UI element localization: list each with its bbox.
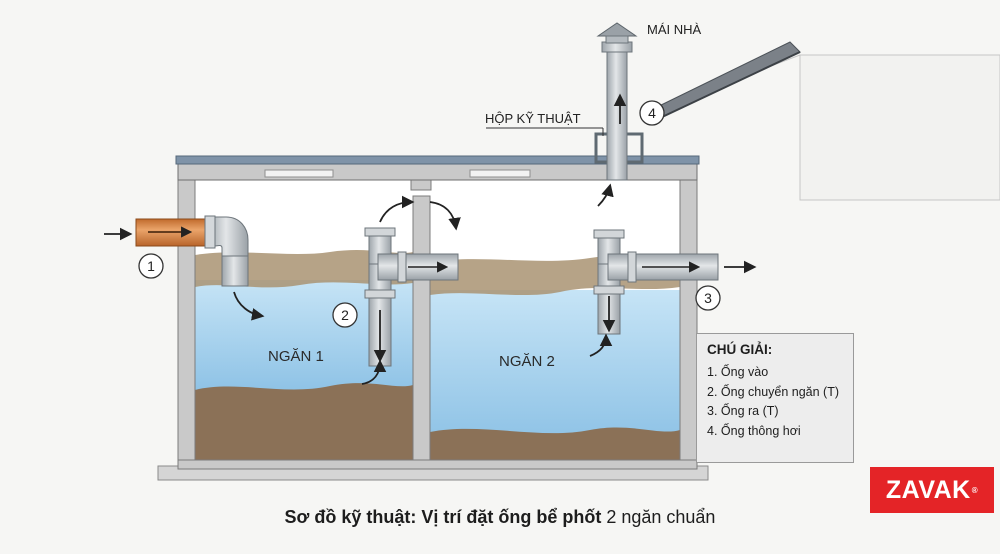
- chamber2-water: [430, 290, 680, 440]
- divider-top-stub: [410, 179, 432, 191]
- flow-arrow-over-wall-up: [379, 195, 415, 223]
- marker-label-3: 3: [704, 290, 712, 306]
- marker-circle-3: [695, 285, 721, 311]
- divider-wall: [412, 195, 431, 469]
- lid-opening-2: [469, 169, 531, 178]
- diagram-caption: Sơ đồ kỹ thuật: Vị trí đặt ống bể phốt 2…: [0, 507, 1000, 528]
- inlet-elbow-sleeve: [204, 215, 216, 249]
- vent-cap: [596, 22, 638, 37]
- roof-tiles: [654, 41, 801, 119]
- marker-circle-1: [138, 253, 164, 279]
- marker-circle-2: [332, 302, 358, 328]
- chamber1-sludge: [195, 383, 413, 467]
- legend-box: CHÚ GIẢI: 1. Ống vào 2. Ống chuyển ngăn …: [696, 333, 854, 463]
- legend-item-3: 3. Ống ra (T): [707, 404, 779, 418]
- transfer-t-band: [364, 289, 396, 299]
- chamber1-scum: [195, 250, 413, 288]
- marker-label-1: 1: [147, 258, 155, 274]
- bottom-slab: [177, 459, 698, 470]
- brand-name: ZAVAK: [885, 475, 971, 504]
- tech-box-label: HỘP KỸ THUẬT: [485, 111, 581, 126]
- outlet-t-band: [593, 285, 625, 295]
- legend-item-2: 2. Ống chuyển ngăn (T): [707, 384, 840, 399]
- caption-bold: Sơ đồ kỹ thuật: Vị trí đặt ống bể phốt: [284, 507, 602, 527]
- inlet-drop: [221, 255, 249, 287]
- right-wall: [679, 179, 698, 469]
- outlet-t-cap: [593, 229, 625, 239]
- flow-arrow-chamber1-up: [361, 359, 387, 385]
- lid-opening-1: [264, 169, 334, 178]
- marker-label-4: 4: [648, 105, 656, 121]
- brand-logo: ZAVAK®: [870, 467, 994, 513]
- house-wall: [654, 54, 1000, 201]
- roof-label: MÁI NHÀ: [647, 22, 702, 37]
- chamber2-sludge: [430, 427, 680, 467]
- transfer-t-cap: [364, 227, 396, 237]
- chamber2-label: NGĂN 2: [499, 353, 555, 370]
- marker-label-2: 2: [341, 307, 349, 323]
- transfer-collar: [397, 251, 407, 283]
- vent-cap-neck: [605, 35, 629, 44]
- vent-pipe: [606, 47, 628, 181]
- flow-arrow-chamber2-up: [589, 333, 613, 357]
- marker-circle-4: [639, 100, 665, 126]
- outlet-collar: [627, 251, 637, 283]
- brand-registered-mark: ®: [971, 485, 979, 495]
- legend-item-1: 1. Ống vào: [707, 365, 769, 379]
- caption-rest: 2 ngăn chuẩn: [601, 507, 716, 527]
- legend-item-4: 4. Ống thông hơi: [707, 423, 801, 438]
- flow-arrow-gas-up: [597, 183, 614, 207]
- flow-arrow-over-wall-down: [429, 201, 461, 231]
- roof-edge: [659, 51, 801, 119]
- legend-title: CHÚ GIẢI:: [707, 342, 773, 357]
- lid-top-strip: [175, 155, 700, 165]
- flow-arrow-into-chamber1: [233, 291, 265, 321]
- chamber1-label: NGĂN 1: [268, 348, 324, 365]
